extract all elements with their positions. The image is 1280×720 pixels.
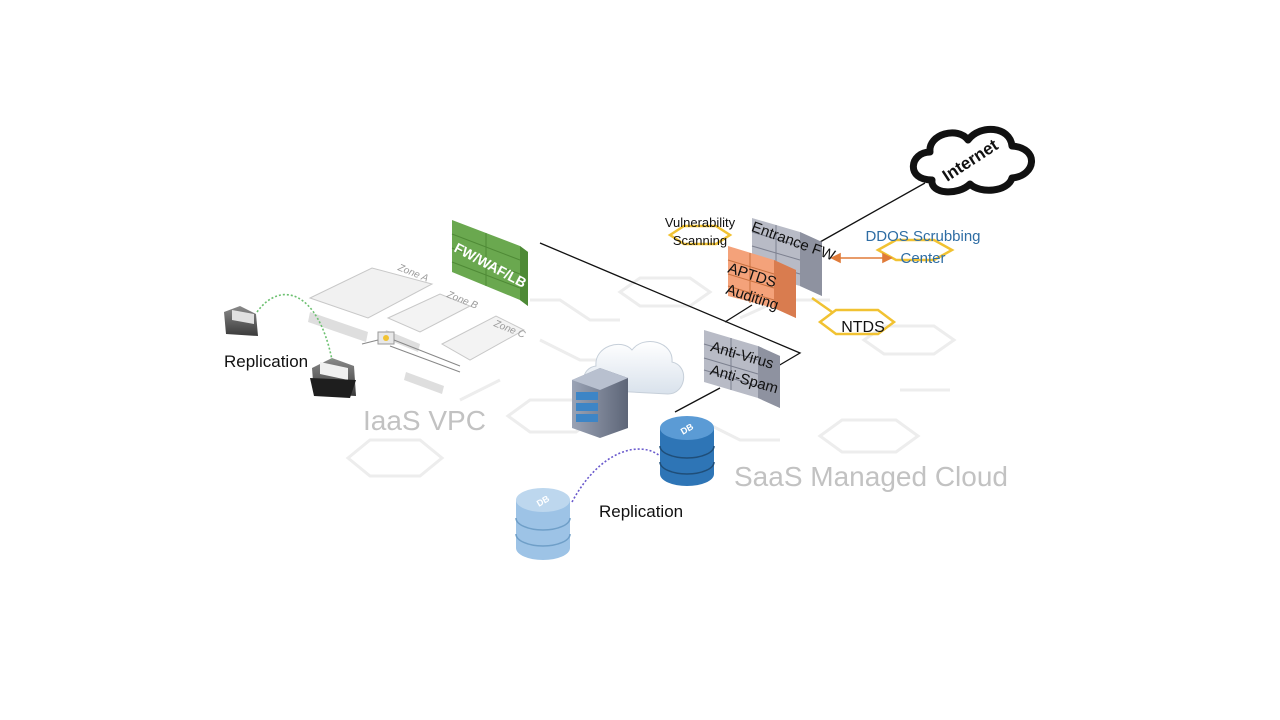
- fw-waf-lb-firewall: FW/WAF/LB: [452, 220, 529, 306]
- replication-arc-bottom: [571, 448, 661, 503]
- connection-lines: [539, 182, 926, 413]
- ntds-hexagon: [817, 308, 897, 336]
- antivirus-firewall: [703, 330, 780, 408]
- replication-label-bottom: Replication: [599, 502, 683, 521]
- replication-arc-left: [256, 293, 333, 361]
- server-icon: [572, 368, 628, 438]
- aptds-firewall: [727, 246, 796, 318]
- internet-cloud: Internet: [909, 125, 1035, 196]
- zone-c-panel: [404, 315, 526, 394]
- vulnerability-label-line2: Scanning: [673, 233, 727, 248]
- ddos-arrow: [830, 252, 893, 264]
- vulnerability-hexagon: [667, 224, 733, 246]
- ddos-label-line1: DDOS Scrubbing: [865, 228, 980, 245]
- zone-router: [361, 331, 461, 373]
- iaas-zones: Zone A Zone B Zone C: [308, 262, 527, 394]
- ntds-label: NTDS: [841, 319, 885, 336]
- folder-icon-top: [224, 306, 258, 336]
- zone-a-panel: [308, 267, 434, 342]
- ddos-hexagon: [875, 238, 955, 262]
- db-icon-dark: DB: [659, 416, 715, 486]
- vulnerability-label-line1: Vulnerability: [665, 215, 736, 230]
- hexagons: [667, 224, 955, 336]
- folder-icon-bottom: [310, 358, 356, 398]
- ddos-label-line2: Center: [900, 250, 945, 267]
- db-icon-light: DB: [515, 488, 571, 560]
- replication-label-left: Replication: [224, 352, 308, 371]
- iaas-vpc-label: IaaS VPC: [363, 405, 486, 436]
- saas-cloud-label: SaaS Managed Cloud: [734, 461, 1008, 492]
